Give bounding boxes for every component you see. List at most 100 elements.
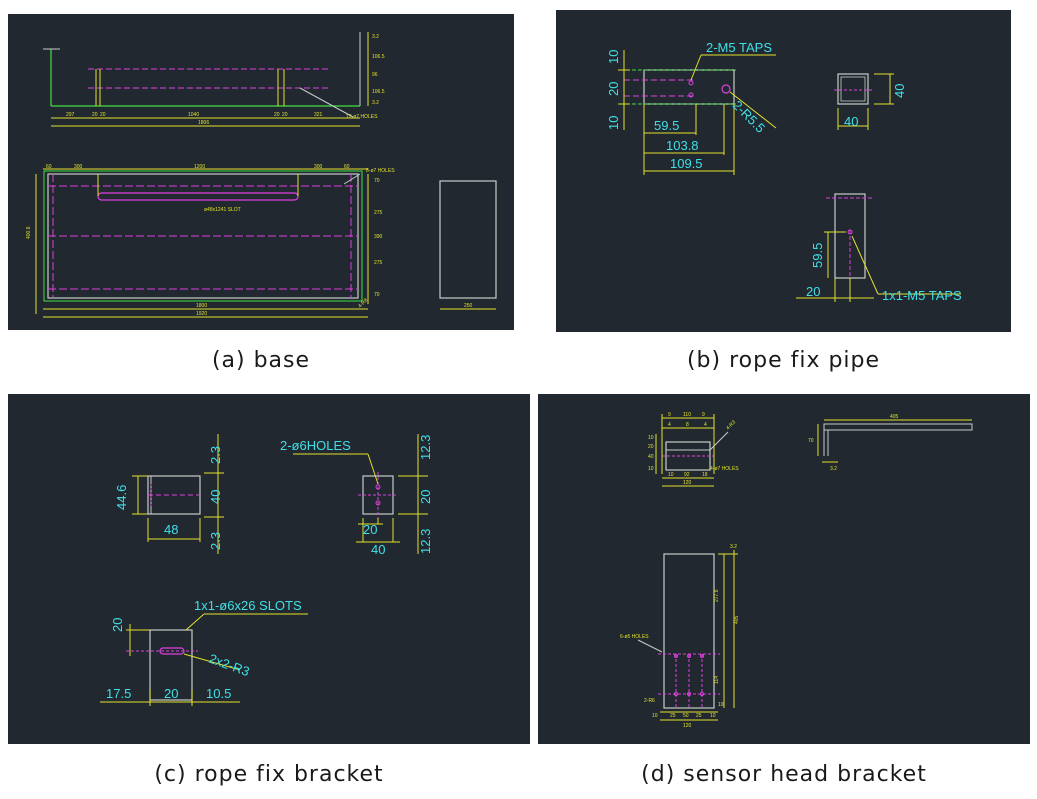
bracket-bottom-view	[100, 613, 308, 706]
dim-label: 3.2	[372, 100, 379, 106]
dim-label: 9	[668, 412, 671, 418]
caption-base: (a) base	[211, 348, 311, 373]
dim-label: 10	[606, 116, 621, 130]
dim-label: 405	[734, 615, 740, 624]
dim-label: 48	[164, 522, 178, 537]
panel-sensor-head-bracket: 9 110 9 4 8 4 10 20 40 10 4-R3 10 92 18 …	[538, 394, 1030, 744]
dim-label: 297	[66, 112, 75, 118]
dim-label: 20	[282, 112, 288, 118]
panel-base: 3.2 106.5 96 106.5 3.2 297 20 20 1040 20…	[8, 14, 514, 330]
pipe-bottom-view	[796, 193, 961, 302]
slots-label: 1x1-ø6x26 SLOTS	[194, 598, 302, 613]
dim-label: 300	[74, 164, 83, 170]
holes-label: 4-ø7 HOLES	[710, 466, 739, 472]
dim-label: 50	[683, 713, 689, 719]
dim-label: 1800	[196, 303, 207, 309]
dim-label: 4	[704, 422, 707, 428]
corner-label: 4-R3	[725, 419, 737, 431]
dim-label: 59.5	[654, 118, 679, 133]
dim-label: 120	[683, 480, 692, 486]
dim-label: 10	[668, 472, 674, 478]
dim-label: 300	[314, 164, 323, 170]
dim-label: 20	[806, 284, 820, 299]
dim-label: 10	[652, 713, 658, 719]
dim-label: 110	[683, 412, 691, 418]
dim-label: 40	[208, 490, 223, 504]
dim-label: 2.3	[208, 446, 223, 464]
dim-label: 3.2	[730, 544, 737, 550]
dim-label: 277.6	[714, 589, 720, 602]
sensor-top-right-view	[817, 419, 973, 463]
dim-label: 20	[274, 112, 280, 118]
dim-label: 1040	[188, 112, 199, 118]
dim-label: 25	[696, 713, 702, 719]
dim-label: 96	[372, 72, 378, 78]
dim-label: 40	[648, 454, 654, 460]
dim-label: 70	[374, 292, 380, 298]
dim-label: 40	[892, 84, 907, 98]
pipe-section-view	[834, 73, 894, 130]
dim-label: 405	[890, 414, 899, 420]
dim-label: 70	[374, 178, 380, 184]
sensor-bottom-view	[637, 550, 738, 721]
dim-label: 3.2	[372, 34, 379, 40]
dim-label: 20	[606, 82, 621, 96]
radius-label: 2x2-R3	[207, 651, 252, 679]
caption-rope-fix-pipe: (b) rope fix pipe	[686, 348, 881, 373]
dim-label: 12.3	[418, 435, 433, 460]
bracket-left-view	[132, 434, 224, 554]
dim-label: 44.6	[114, 485, 129, 510]
dim-label: 250	[464, 303, 473, 309]
dim-label: 1920	[196, 311, 207, 317]
dim-label: 20	[418, 490, 433, 504]
dim-label: 8	[686, 422, 689, 428]
dim-label: 321	[314, 112, 323, 118]
dim-label: 106.5	[372, 54, 385, 60]
holes-label: 6-ø5 HOLES	[620, 634, 649, 640]
pipe-front-view	[618, 50, 777, 175]
dim-label: 20	[164, 686, 178, 701]
bracket-right-view	[293, 434, 428, 554]
taps-label: 1x1-M5 TAPS	[882, 288, 962, 303]
dim-label: 60	[46, 164, 52, 170]
dim-label: 10	[648, 435, 654, 441]
dim-label: 275	[374, 260, 383, 266]
dim-label: 109.5	[670, 156, 703, 171]
dim-label: 1200	[194, 164, 205, 170]
base-top-view	[43, 32, 369, 127]
holes-label: 2-ø6HOLES	[280, 438, 351, 453]
dim-label: 17.5	[106, 686, 131, 701]
dim-label: 20	[92, 112, 98, 118]
dim-label: 70	[808, 438, 814, 444]
dim-label: 20	[648, 444, 654, 450]
dim-label: 106.5	[372, 89, 385, 95]
holes-label: 12-ø7 HOLES	[346, 114, 378, 120]
dim-label: 390	[374, 234, 383, 240]
dim-label: 40	[844, 114, 858, 129]
dim-label: 2.3	[208, 532, 223, 550]
dim-label: 12.3	[418, 529, 433, 554]
taps-label: 2-M5 TAPS	[706, 40, 772, 55]
holes-label: 8-ø7 HOLES	[366, 168, 395, 174]
dim-label: 25	[670, 713, 676, 719]
dim-label: 1806	[198, 120, 209, 126]
dim-label: 18	[702, 472, 708, 478]
slot-label: ø48x1241 SLOT	[204, 207, 241, 213]
panel-rope-fix-pipe: 10 20 10 2-M5 TAPS 2-R5.5 59.5 103.8 109…	[556, 10, 1011, 332]
dim-label: 9	[702, 412, 705, 418]
dim-label: 10	[648, 466, 654, 472]
dim-label: 92	[684, 472, 690, 478]
dim-label: 114	[714, 676, 720, 684]
dim-label: 20	[110, 618, 125, 632]
dim-label: 400.6	[26, 226, 32, 239]
radius-label: 2-R5.5	[730, 98, 768, 136]
base-front-view	[35, 168, 369, 318]
dim-label: 10	[710, 713, 716, 719]
corner-label: 4-R8	[357, 297, 369, 309]
dim-label: 275	[374, 210, 383, 216]
panel-rope-fix-bracket: 44.6 48 2.3 40 2.3 2-ø6HOLES 12.3 20 12.…	[8, 394, 530, 744]
dim-label: 60	[344, 164, 350, 170]
dim-label: 10.5	[206, 686, 231, 701]
dim-label: 59.5	[810, 243, 825, 268]
corner-label: 2-R6	[644, 698, 655, 704]
